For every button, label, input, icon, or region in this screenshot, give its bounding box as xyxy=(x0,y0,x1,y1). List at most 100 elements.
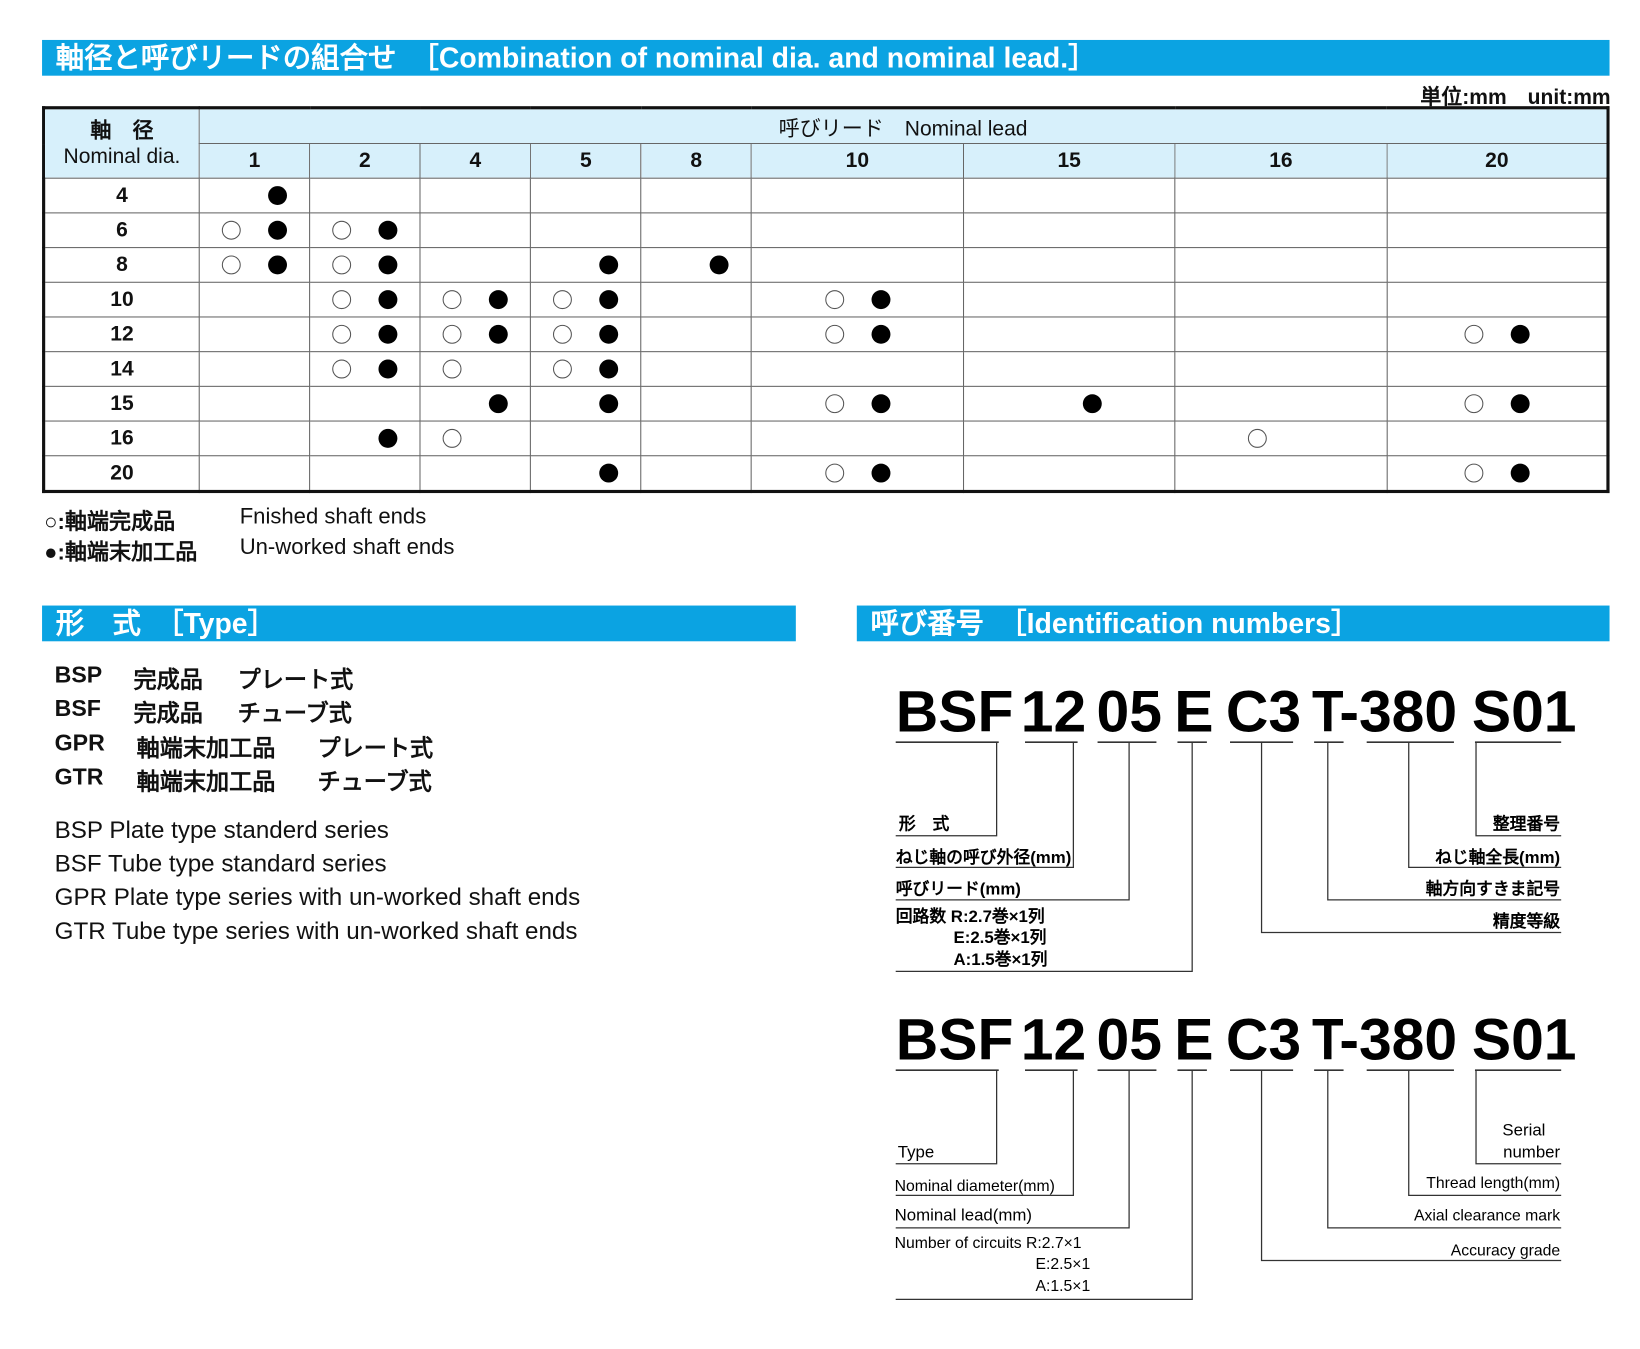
label-accuracy: Accuracy grade xyxy=(1451,1242,1561,1259)
filled-circle-icon xyxy=(599,359,619,379)
code-part-5: T xyxy=(1312,680,1344,745)
filled-circle-icon xyxy=(489,290,508,310)
leader-line xyxy=(1475,742,1562,837)
lead-cell xyxy=(309,212,421,249)
label-type: 形 式 xyxy=(899,813,950,833)
dia-cell: 6 xyxy=(43,212,200,249)
table-row: 10 xyxy=(43,281,1609,318)
code-part-3: E xyxy=(1174,1008,1213,1073)
table-row: 15 xyxy=(43,385,1609,422)
filled-circle-icon xyxy=(378,428,398,448)
lead-cell xyxy=(750,351,964,387)
leader-line xyxy=(895,1070,1130,1229)
filled-circle-icon xyxy=(378,255,398,275)
label-lead: Nominal lead(mm) xyxy=(895,1206,1032,1225)
leader-line xyxy=(895,742,1075,868)
type-en-text: GTR Tube type series with un-worked shaf… xyxy=(54,916,578,945)
label-serial: number xyxy=(1503,1142,1560,1161)
legend-open-jp: ○:軸端完成品 xyxy=(44,509,176,535)
code-part-5: T xyxy=(1312,1008,1344,1073)
lead-cell xyxy=(419,455,532,493)
lead-column-header: 16 xyxy=(1174,142,1388,179)
label-serial: Serial xyxy=(1502,1120,1545,1139)
lead-column-header: 20 xyxy=(1386,142,1609,179)
type-section-header: 形 式 ［Type］ xyxy=(42,605,796,642)
type-jp-text: チューブ式 xyxy=(317,768,432,795)
lead-column-header: 5 xyxy=(530,142,642,179)
label-circuits: 回路数 R:2.7巻×1列 xyxy=(896,906,1045,926)
code-part-7: S01 xyxy=(1472,680,1577,745)
lead-cell xyxy=(962,212,1176,249)
open-circle-icon xyxy=(824,290,844,310)
filled-circle-icon xyxy=(599,324,619,344)
leader-line xyxy=(1475,1070,1562,1165)
code-part-0: BSF xyxy=(896,680,1014,745)
open-circle-icon xyxy=(1248,428,1268,448)
filled-circle-icon xyxy=(599,255,619,275)
table-row: 20 xyxy=(43,455,1609,493)
leader-line xyxy=(895,742,998,837)
code-part-2: 05 xyxy=(1097,1008,1162,1073)
unit-label: 単位:mm unit:mm xyxy=(1420,86,1611,110)
filled-circle-icon xyxy=(599,463,619,483)
lead-cell xyxy=(419,247,532,283)
dia-header-en: Nominal dia. xyxy=(63,144,181,168)
lead-cell xyxy=(640,177,753,214)
filled-circle-icon xyxy=(489,394,508,414)
filled-circle-icon xyxy=(1510,324,1530,344)
type-jp-text: BSP xyxy=(54,661,103,688)
type-en-text: BSF Tube type standard series xyxy=(54,849,387,877)
label-circuits: A:1.5×1 xyxy=(1036,1278,1091,1295)
filled-circle-icon xyxy=(599,394,619,414)
filled-circle-icon xyxy=(268,186,288,206)
type-jp-text: BSF xyxy=(54,694,101,722)
lead-cell xyxy=(198,420,311,457)
filled-circle-icon xyxy=(871,324,890,344)
type-jp-text: プレート式 xyxy=(237,666,354,693)
table-row: 4 xyxy=(43,177,1609,214)
lead-cell xyxy=(1174,385,1388,422)
lead-cell xyxy=(198,281,311,318)
type-jp-text: GTR xyxy=(54,763,104,790)
lead-cell xyxy=(640,420,753,457)
lead-cell xyxy=(530,455,642,493)
combination-section-header: 軸径と呼びリードの組合せ ［Combination of nominal dia… xyxy=(42,39,1610,76)
open-circle-icon xyxy=(332,220,352,240)
filled-circle-icon xyxy=(489,324,508,344)
lead-cell xyxy=(750,281,964,318)
label-accuracy: 精度等級 xyxy=(1493,911,1560,931)
lead-cell xyxy=(1386,177,1609,214)
open-circle-icon xyxy=(553,290,573,310)
lead-cell xyxy=(309,455,421,493)
lead-column-header: 15 xyxy=(962,142,1176,179)
code-part-2: 05 xyxy=(1097,680,1162,745)
filled-circle-icon xyxy=(871,394,890,414)
lead-cell xyxy=(750,247,964,283)
lead-cell xyxy=(640,385,753,422)
open-circle-icon xyxy=(1464,394,1484,414)
table-row: 6 xyxy=(43,212,1609,249)
leader-line xyxy=(1260,742,1562,934)
code-part-4: C3 xyxy=(1226,680,1301,745)
lead-cell xyxy=(198,247,311,283)
lead-cell xyxy=(419,420,532,457)
open-circle-icon xyxy=(332,290,352,310)
label-serial: 整理番号 xyxy=(1493,813,1560,833)
label-circuits: Number of circuits R:2.7×1 xyxy=(895,1235,1082,1252)
table-row: 14 xyxy=(43,351,1609,387)
open-circle-icon xyxy=(824,394,844,414)
open-circle-icon xyxy=(824,463,844,483)
ident-section-header: 呼び番号 ［Identification numbers］ xyxy=(856,605,1610,642)
leader-line xyxy=(1327,1070,1562,1229)
lead-cell xyxy=(750,316,964,353)
lead-cell xyxy=(1174,420,1388,457)
filled-circle-icon xyxy=(599,290,619,310)
lead-cell xyxy=(309,351,421,387)
open-circle-icon xyxy=(442,290,462,310)
leader-line xyxy=(1260,1070,1562,1262)
leader-line xyxy=(1327,742,1562,901)
lead-cell xyxy=(198,455,311,493)
